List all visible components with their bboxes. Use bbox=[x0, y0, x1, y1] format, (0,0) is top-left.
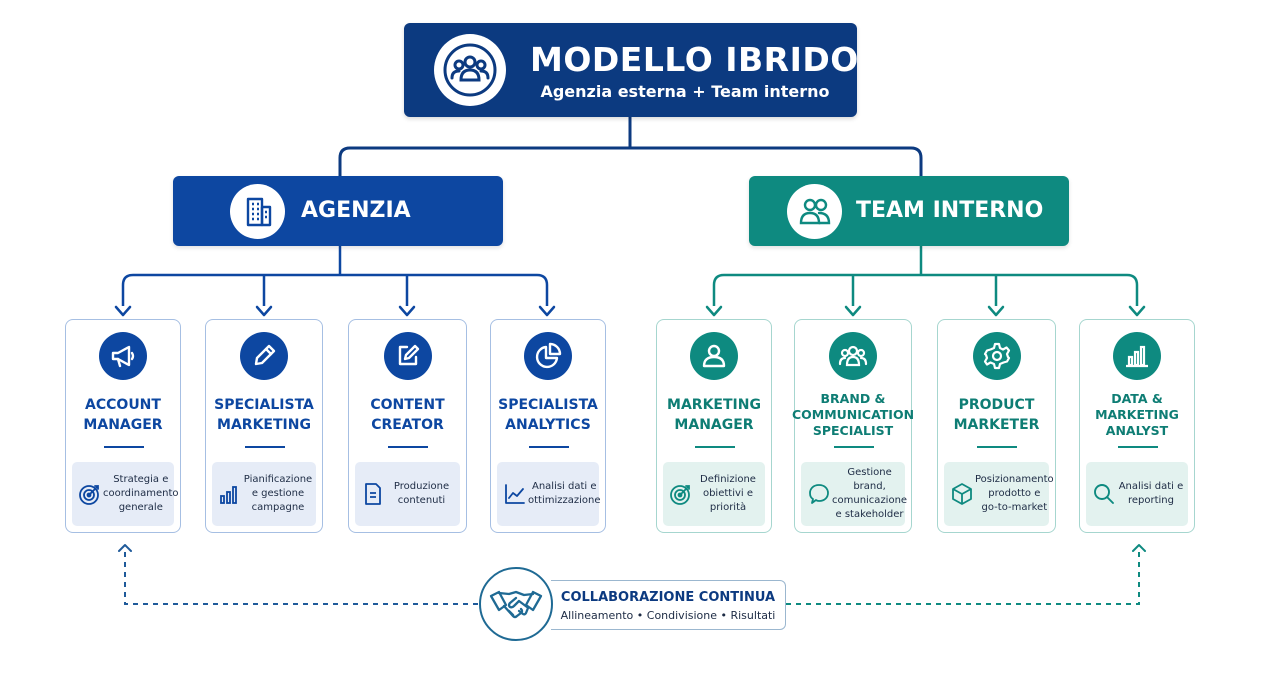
role-description-box: Gestione brand, comunicazione e stakehol… bbox=[801, 462, 907, 526]
agency-connector bbox=[121, 246, 549, 306]
role-description: Gestione brand, comunicazione e stakehol… bbox=[832, 467, 908, 520]
role-description: Pianificazione e gestione campagne bbox=[243, 474, 313, 513]
role-title: Account Manager bbox=[83, 397, 163, 433]
bar-chart-icon bbox=[217, 481, 243, 507]
handshake-icon bbox=[479, 567, 553, 641]
role-description-box: Posizionamento prodotto e go-to-market bbox=[944, 462, 1054, 526]
divider bbox=[245, 446, 285, 448]
role-description-box: Definizione obiettivi e priorità bbox=[663, 462, 765, 526]
role-title: Specialista Marketing bbox=[214, 397, 314, 433]
role-title: Brand & Communication Specialist bbox=[791, 391, 915, 438]
megaphone-icon bbox=[99, 332, 147, 380]
divider bbox=[388, 446, 428, 448]
role-description: Strategia e coordinamento generale bbox=[103, 474, 179, 513]
collaboration-arrowheads bbox=[118, 544, 1146, 552]
role-description-box: Produzione contenuti bbox=[355, 462, 460, 526]
divider bbox=[1118, 446, 1158, 448]
role-card-product-marketer: Product Marketer Posizionamento prodotto… bbox=[937, 319, 1056, 533]
collaboration-title: COLLABORAZIONE CONTINUA bbox=[560, 590, 776, 605]
divider bbox=[104, 446, 144, 448]
role-description-box: Analisi dati e ottimizzazione bbox=[497, 462, 601, 526]
target-icon bbox=[668, 481, 694, 507]
team-title: TEAM INTERNO bbox=[856, 198, 1044, 223]
box-icon bbox=[949, 481, 975, 507]
building-icon bbox=[230, 184, 285, 239]
role-description: Analisi dati e reporting bbox=[1118, 481, 1184, 506]
bar-chart-icon bbox=[1113, 332, 1161, 380]
divider bbox=[977, 446, 1017, 448]
pencil-icon bbox=[240, 332, 288, 380]
role-card-account-manager: Account Manager Strategia e coordinament… bbox=[65, 319, 181, 533]
document-icon bbox=[360, 481, 386, 507]
divider bbox=[834, 446, 874, 448]
role-description-box: Analisi dati e reporting bbox=[1086, 462, 1188, 526]
people-group-icon bbox=[829, 332, 877, 380]
root-subtitle: Agenzia esterna + Team interno bbox=[540, 82, 830, 101]
role-description-box: Strategia e coordinamento generale bbox=[72, 462, 179, 526]
role-title: Content Creator bbox=[370, 397, 445, 433]
person-icon bbox=[690, 332, 738, 380]
people-group-icon bbox=[434, 34, 506, 106]
role-card-data-marketing-analyst: Data & Marketing Analyst Analisi dati e … bbox=[1079, 319, 1195, 533]
role-card-specialista-analytics: Specialista Analytics Analisi dati e ott… bbox=[490, 319, 606, 533]
role-card-marketing-manager: Marketing Manager Definizione obiettivi … bbox=[656, 319, 772, 533]
root-title: MODELLO IBRIDO bbox=[530, 40, 859, 79]
team-group-node: TEAM INTERNO bbox=[749, 176, 1069, 246]
trend-line-icon bbox=[502, 481, 528, 507]
role-card-specialista-marketing: Specialista Marketing Pianificazione e g… bbox=[205, 319, 323, 533]
collaboration-box: COLLABORAZIONE CONTINUA Allineamento • C… bbox=[551, 580, 786, 630]
collaboration-dashed-lines bbox=[124, 552, 1140, 605]
team-connector bbox=[712, 246, 1139, 306]
role-title: Marketing Manager bbox=[667, 397, 761, 433]
magnifier-icon bbox=[1091, 481, 1117, 507]
role-description: Posizionamento prodotto e go-to-market bbox=[975, 474, 1054, 513]
gear-icon bbox=[973, 332, 1021, 380]
root-connector bbox=[338, 117, 923, 176]
role-description: Definizione obiettivi e priorità bbox=[700, 474, 756, 513]
divider bbox=[529, 446, 569, 448]
agency-title: AGENZIA bbox=[301, 198, 411, 223]
role-card-brand-communication-specialist: Brand & Communication Specialist Gestion… bbox=[791, 319, 915, 533]
agency-arrowheads bbox=[114, 305, 556, 317]
role-description-box: Pianificazione e gestione campagne bbox=[212, 462, 316, 526]
root-node: MODELLO IBRIDO Agenzia esterna + Team in… bbox=[404, 23, 859, 117]
pie-chart-icon bbox=[524, 332, 572, 380]
target-icon bbox=[77, 481, 103, 507]
role-title: Product Marketer bbox=[953, 397, 1040, 433]
role-description: Analisi dati e ottimizzazione bbox=[528, 481, 601, 506]
team-arrowheads bbox=[705, 305, 1146, 317]
agency-group-node: AGENZIA bbox=[173, 176, 503, 246]
role-description: Produzione contenuti bbox=[393, 481, 450, 506]
role-title: Specialista Analytics bbox=[498, 397, 598, 433]
role-title: Data & Marketing Analyst bbox=[1095, 391, 1179, 438]
collaboration-subtitle: Allineamento • Condivisione • Risultati bbox=[560, 609, 776, 622]
divider bbox=[695, 446, 735, 448]
two-people-icon bbox=[787, 184, 842, 239]
chat-bubble-icon bbox=[806, 481, 832, 507]
edit-icon bbox=[384, 332, 432, 380]
role-card-content-creator: Content Creator Produzione contenuti bbox=[348, 319, 467, 533]
